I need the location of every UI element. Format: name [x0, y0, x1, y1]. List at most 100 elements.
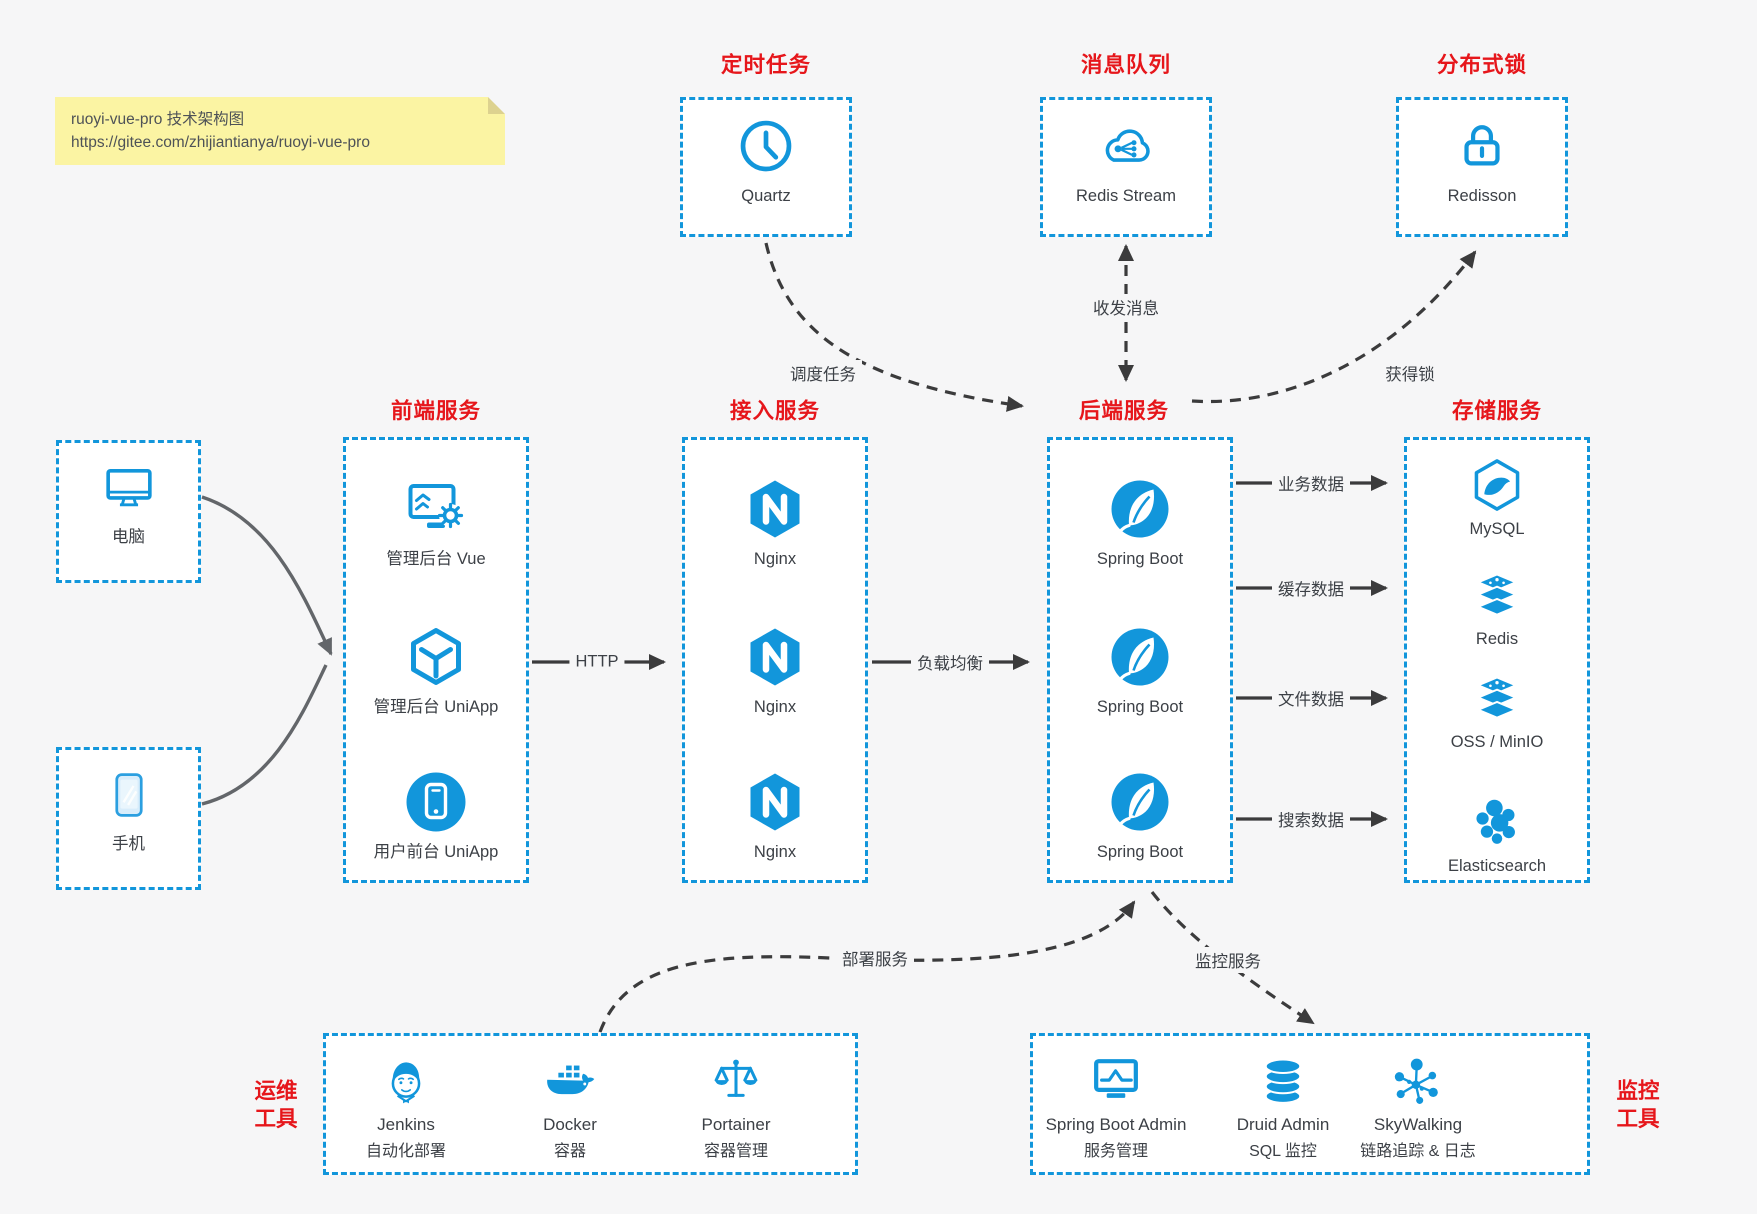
node-computer: 电脑 — [56, 440, 201, 583]
redis-layers-icon — [1477, 573, 1517, 616]
node-spring-boot-1: Spring Boot — [1050, 477, 1230, 569]
node-admin-vue: 管理后台 Vue — [346, 477, 526, 569]
edge-label-http: HTTP — [569, 651, 625, 673]
group-frontend-services: 管理后台 Vue 管理后台 UniApp 用户前台 UniApp — [343, 437, 529, 883]
clock-icon — [736, 116, 796, 176]
group-title-distributed-lock: 分布式锁 — [1436, 53, 1528, 77]
side-label-monitor-tools: 监控 工具 — [1616, 1079, 1660, 1131]
nginx-icon — [743, 770, 807, 834]
group-backend-services: Spring Boot Spring Boot Spring Boot — [1047, 437, 1233, 883]
node-desc: 容器管理 — [703, 1143, 768, 1160]
column-title-storage: 存储服务 — [1451, 399, 1543, 423]
druid-icon — [1264, 1058, 1302, 1104]
group-title-scheduled-task: 定时任务 — [720, 53, 812, 77]
edge-label-mq: 收发消息 — [1087, 294, 1165, 320]
edge-label-monitor: 监控服务 — [1189, 947, 1267, 973]
group-storage-services: MySQL Redis OSS / MinIO Elasticsearch — [1404, 437, 1590, 883]
node-nginx-1: Nginx — [685, 477, 865, 569]
desktop-icon — [105, 468, 152, 507]
node-desc: 容器 — [553, 1143, 586, 1160]
edge-label-schedule: 调度任务 — [784, 360, 862, 386]
node-mysql: MySQL — [1407, 457, 1587, 539]
column-title-access: 接入服务 — [729, 399, 821, 423]
node-label: 管理后台 UniApp — [373, 698, 499, 716]
spring-boot-icon — [1109, 478, 1171, 540]
group-ops-tools: Jenkins 自动化部署 Docker 容器 Portainer 容器管理 — [323, 1033, 858, 1175]
node-desc: 链路追踪 & 日志 — [1360, 1143, 1476, 1160]
node-label: Quartz — [741, 187, 791, 205]
node-desc: 自动化部署 — [365, 1143, 446, 1160]
docker-icon — [546, 1064, 595, 1095]
group-monitor-tools: Spring Boot Admin 服务管理 Druid Admin SQL 监… — [1030, 1033, 1590, 1175]
admin-vue-icon — [408, 484, 464, 530]
node-user-uniapp: 用户前台 UniApp — [346, 770, 526, 862]
edge-label-cache-data: 缓存数据 — [1272, 575, 1350, 601]
node-label: 电脑 — [112, 528, 145, 546]
node-label: Portainer — [701, 1115, 771, 1134]
node-label: Druid Admin — [1236, 1115, 1330, 1134]
node-quartz: Quartz — [680, 97, 852, 237]
node-label: Nginx — [753, 698, 797, 716]
node-label: Spring Boot — [1096, 550, 1184, 568]
node-nginx-2: Nginx — [685, 625, 865, 717]
lock-icon — [1452, 116, 1512, 176]
node-jenkins: Jenkins 自动化部署 — [316, 1054, 496, 1162]
smartphone-icon — [114, 773, 143, 817]
node-label: OSS / MinIO — [1450, 733, 1544, 751]
edge-label-business-data: 业务数据 — [1272, 470, 1350, 496]
node-druid-admin: Druid Admin SQL 监控 — [1193, 1054, 1373, 1162]
node-spring-boot-2: Spring Boot — [1050, 625, 1230, 717]
node-label: Jenkins — [377, 1115, 435, 1134]
column-title-backend: 后端服务 — [1078, 399, 1170, 423]
node-redis: Redis — [1407, 567, 1587, 649]
node-skywalking: SkyWalking 链路追踪 & 日志 — [1328, 1054, 1508, 1162]
note-title: ruoyi-vue-pro 技术架构图 — [71, 111, 245, 128]
node-label: Nginx — [753, 550, 797, 568]
group-title-message-queue: 消息队列 — [1080, 53, 1172, 77]
spring-boot-icon — [1109, 771, 1171, 833]
node-nginx-3: Nginx — [685, 770, 865, 862]
spring-boot-admin-icon — [1089, 1054, 1143, 1108]
node-label: 管理后台 Vue — [386, 550, 486, 568]
node-label: Redis — [1475, 630, 1519, 648]
node-desc: SQL 监控 — [1249, 1143, 1317, 1160]
node-admin-uniapp: 管理后台 UniApp — [346, 625, 526, 717]
column-title-frontend: 前端服务 — [390, 399, 482, 423]
nginx-icon — [743, 625, 807, 689]
edge-label-deploy: 部署服务 — [836, 945, 914, 971]
node-elasticsearch: Elasticsearch — [1407, 794, 1587, 876]
node-label: 用户前台 UniApp — [373, 843, 499, 861]
node-docker: Docker 容器 — [480, 1054, 660, 1162]
node-desc: 服务管理 — [1083, 1143, 1148, 1160]
node-label: Spring Boot — [1096, 698, 1184, 716]
node-oss-minio: OSS / MinIO — [1407, 670, 1587, 752]
cloud-stream-icon — [1105, 129, 1150, 162]
sticky-note: ruoyi-vue-pro 技术架构图 https://gitee.com/zh… — [55, 97, 505, 165]
node-label: MySQL — [1469, 520, 1525, 538]
node-redis-stream: Redis Stream — [1040, 97, 1212, 237]
side-label-ops-tools: 运维 工具 — [254, 1079, 298, 1131]
mysql-icon — [1474, 459, 1520, 511]
node-spring-boot-3: Spring Boot — [1050, 770, 1230, 862]
edge-label-search-data: 搜索数据 — [1272, 806, 1350, 832]
node-label: Spring Boot — [1096, 843, 1184, 861]
portainer-icon — [713, 1058, 759, 1097]
nginx-icon — [743, 477, 807, 541]
node-redisson: Redisson — [1396, 97, 1568, 237]
elasticsearch-icon — [1476, 799, 1515, 844]
node-label: SkyWalking — [1373, 1115, 1463, 1134]
node-portainer: Portainer 容器管理 — [646, 1054, 826, 1162]
edge-label-lock: 获得锁 — [1379, 360, 1441, 386]
mobile-app-icon — [404, 770, 468, 834]
skywalking-icon — [1393, 1057, 1440, 1106]
node-label: Elasticsearch — [1447, 857, 1547, 875]
node-label: Docker — [543, 1115, 597, 1134]
node-label: 手机 — [112, 835, 145, 853]
node-label: Nginx — [753, 843, 797, 861]
note-url: https://gitee.com/zhijiantianya/ruoyi-vu… — [71, 134, 370, 151]
node-phone: 手机 — [56, 747, 201, 890]
group-access-services: Nginx Nginx Nginx — [682, 437, 868, 883]
node-label: Spring Boot Admin — [1045, 1115, 1187, 1134]
uniapp-cube-icon — [404, 625, 468, 689]
edge-label-load-balance: 负载均衡 — [911, 649, 989, 675]
